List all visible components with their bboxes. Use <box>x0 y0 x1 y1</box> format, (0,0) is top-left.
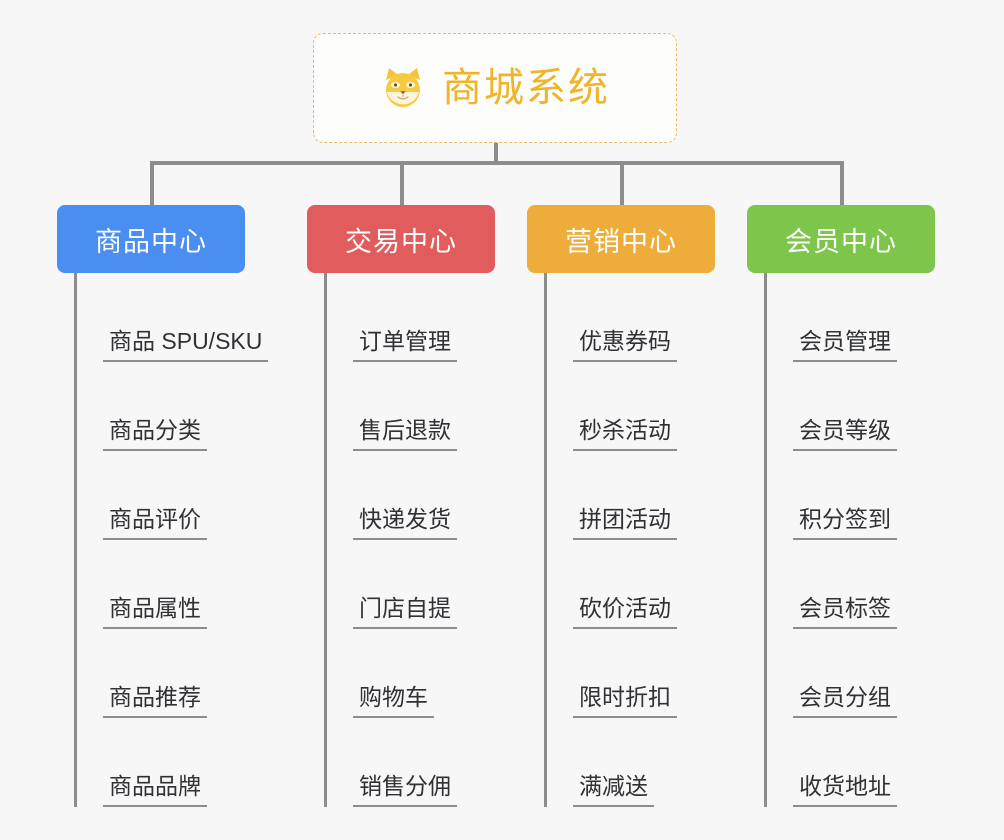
list-item-label: 优惠券码 <box>573 328 677 362</box>
branch-column-trade: 交易中心 订单管理 售后退款 快递发货 门店自提 购物车 销售分佣 <box>307 205 495 807</box>
branch-header-label: 会员中心 <box>785 226 897 257</box>
list-item-label: 会员标签 <box>793 595 897 629</box>
list-item-label: 快递发货 <box>353 506 457 540</box>
list-item[interactable]: 秒杀活动 <box>527 362 715 451</box>
list-item[interactable]: 砍价活动 <box>527 540 715 629</box>
branch-header-trade[interactable]: 交易中心 <box>307 205 495 273</box>
branch-items-product: 商品 SPU/SKU 商品分类 商品评价 商品属性 商品推荐 商品品牌 <box>57 273 269 807</box>
list-item-label: 收货地址 <box>793 773 897 807</box>
list-item-label: 会员等级 <box>793 417 897 451</box>
list-item[interactable]: 限时折扣 <box>527 629 715 718</box>
list-item[interactable]: 商品评价 <box>57 451 268 540</box>
branch-header-label: 营销中心 <box>565 226 677 257</box>
branch-spine <box>544 273 547 807</box>
list-item-label: 限时折扣 <box>573 684 677 718</box>
list-item-label: 订单管理 <box>353 328 457 362</box>
connector-drop-1 <box>150 161 154 205</box>
list-item-label: 商品品牌 <box>103 773 207 807</box>
branch-items-trade: 订单管理 售后退款 快递发货 门店自提 购物车 销售分佣 <box>307 273 495 807</box>
list-item-label: 商品 SPU/SKU <box>103 328 269 362</box>
list-item-label: 门店自提 <box>353 595 457 629</box>
list-item-label: 秒杀活动 <box>573 417 677 451</box>
list-item[interactable]: 满减送 <box>527 718 715 807</box>
list-item-label: 售后退款 <box>353 417 457 451</box>
connector-drop-3 <box>620 161 624 205</box>
branch-column-marketing: 营销中心 优惠券码 秒杀活动 拼团活动 砍价活动 限时折扣 满减送 <box>527 205 715 807</box>
branch-spine <box>74 273 77 807</box>
branch-header-label: 商品中心 <box>95 226 207 257</box>
connector-root-stem <box>494 143 498 165</box>
list-item-label: 砍价活动 <box>573 595 677 629</box>
list-item-label: 购物车 <box>353 684 434 718</box>
list-item[interactable]: 门店自提 <box>307 540 495 629</box>
list-item[interactable]: 商品品牌 <box>57 718 268 807</box>
branch-column-member: 会员中心 会员管理 会员等级 积分签到 会员标签 会员分组 收货地址 <box>747 205 935 807</box>
branch-items-member: 会员管理 会员等级 积分签到 会员标签 会员分组 收货地址 <box>747 273 935 807</box>
list-item[interactable]: 订单管理 <box>307 273 495 362</box>
list-item-label: 销售分佣 <box>353 773 457 807</box>
list-item[interactable]: 快递发货 <box>307 451 495 540</box>
branch-header-label: 交易中心 <box>345 226 457 257</box>
list-item-label: 满减送 <box>573 773 654 807</box>
root-node[interactable]: 商城系统 <box>313 33 677 143</box>
list-item[interactable]: 拼团活动 <box>527 451 715 540</box>
connector-drop-4 <box>840 161 844 205</box>
list-item[interactable]: 会员等级 <box>747 362 935 451</box>
branch-spine <box>324 273 327 807</box>
branch-column-product: 商品中心 商品 SPU/SKU 商品分类 商品评价 商品属性 商品推荐 商品品牌 <box>57 205 269 807</box>
list-item[interactable]: 商品 SPU/SKU <box>57 273 269 362</box>
list-item[interactable]: 商品属性 <box>57 540 268 629</box>
list-item-label: 积分签到 <box>793 506 897 540</box>
list-item[interactable]: 会员管理 <box>747 273 935 362</box>
list-item-label: 商品评价 <box>103 506 207 540</box>
connector-drop-2 <box>400 161 404 205</box>
list-item[interactable]: 优惠券码 <box>527 273 715 362</box>
list-item[interactable]: 商品分类 <box>57 362 268 451</box>
branch-header-marketing[interactable]: 营销中心 <box>527 205 715 273</box>
list-item[interactable]: 售后退款 <box>307 362 495 451</box>
shiba-dog-icon <box>380 66 426 112</box>
branch-spine <box>764 273 767 807</box>
list-item-label: 商品推荐 <box>103 684 207 718</box>
branch-header-product[interactable]: 商品中心 <box>57 205 245 273</box>
list-item[interactable]: 积分签到 <box>747 451 935 540</box>
list-item[interactable]: 购物车 <box>307 629 495 718</box>
list-item[interactable]: 商品推荐 <box>57 629 268 718</box>
connector-horizontal-bus <box>150 161 842 165</box>
list-item-label: 拼团活动 <box>573 506 677 540</box>
branch-header-member[interactable]: 会员中心 <box>747 205 935 273</box>
list-item[interactable]: 收货地址 <box>747 718 935 807</box>
branch-items-marketing: 优惠券码 秒杀活动 拼团活动 砍价活动 限时折扣 满减送 <box>527 273 715 807</box>
list-item[interactable]: 会员标签 <box>747 540 935 629</box>
list-item[interactable]: 会员分组 <box>747 629 935 718</box>
list-item-label: 商品分类 <box>103 417 207 451</box>
list-item-label: 商品属性 <box>103 595 207 629</box>
list-item-label: 会员管理 <box>793 328 897 362</box>
root-title: 商城系统 <box>442 66 610 110</box>
list-item[interactable]: 销售分佣 <box>307 718 495 807</box>
list-item-label: 会员分组 <box>793 684 897 718</box>
